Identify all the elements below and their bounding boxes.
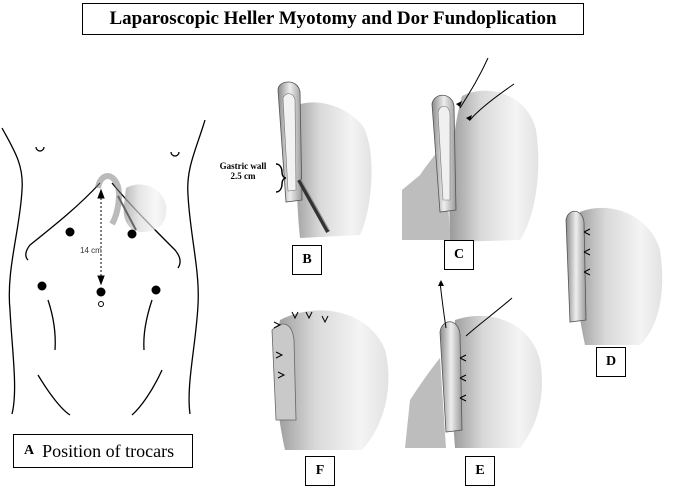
panel-e-label: E — [465, 456, 495, 486]
left-nipple — [35, 146, 45, 152]
panel-d-illustration — [552, 195, 672, 345]
panel-b-illustration — [258, 80, 382, 245]
trocar-lower-left — [37, 281, 47, 291]
panel-b-label: B — [292, 245, 322, 275]
trocar-upper-right — [127, 229, 137, 239]
right-groin-line — [131, 369, 163, 416]
right-flank-line — [143, 299, 153, 351]
panel-c-illustration — [400, 57, 542, 245]
left-flank-line — [47, 299, 56, 351]
torso-right-outline — [187, 119, 206, 415]
left-groin-line — [37, 374, 71, 416]
left-costal-margin — [25, 182, 101, 261]
panel-f-label: F — [305, 456, 335, 486]
gastric-wall-length: 2.5 cm — [230, 171, 256, 181]
gastric-wall-label: Gastric wall — [219, 161, 267, 171]
panel-a-letter: A — [24, 443, 35, 458]
trocar-distance-label: 14 cm — [80, 246, 102, 255]
panel-f-illustration — [262, 300, 400, 452]
trocar-markers — [37, 227, 161, 307]
torso-left-outline — [1, 127, 23, 415]
umbilicus — [98, 301, 104, 307]
panel-e-illustration — [405, 280, 550, 450]
panel-d-label: D — [596, 347, 626, 377]
panel-a-stomach-inset — [95, 173, 167, 232]
panel-a-caption-text: Position of trocars — [42, 440, 175, 461]
trocar-lower-right — [151, 285, 161, 295]
gastric-wall-annotation: Gastric wall 2.5 cm — [212, 161, 274, 181]
figure-title: Laparoscopic Heller Myotomy and Dor Fund… — [82, 3, 584, 35]
panel-a-caption: A Position of trocars — [13, 434, 193, 468]
panel-c-label: C — [444, 240, 474, 270]
panel-a-torso — [1, 119, 206, 416]
trocar-upper-left — [65, 227, 75, 237]
distance-arrow — [97, 188, 105, 286]
trocar-umbilical — [96, 287, 106, 297]
right-nipple — [170, 151, 180, 157]
